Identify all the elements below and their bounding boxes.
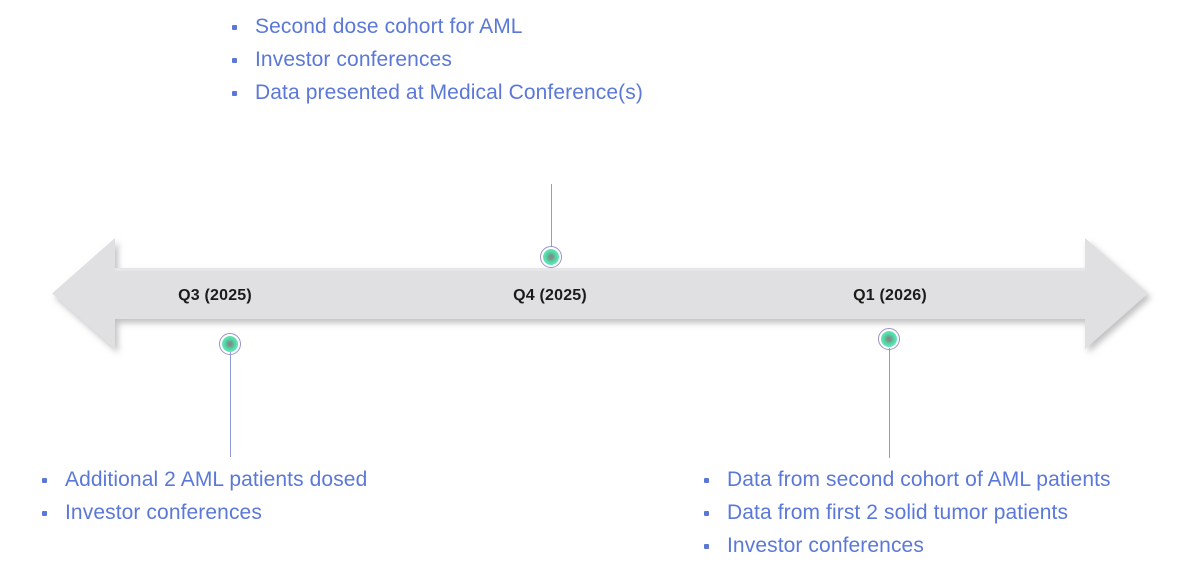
milestone-marker-q4-top[interactable] [540, 246, 562, 268]
milestone-text: Data presented at Medical Conference(s) [255, 81, 643, 104]
bullet-icon [704, 544, 709, 549]
period-label-q3: Q3 (2025) [178, 287, 252, 304]
milestone-text: Second dose cohort for AML [255, 15, 523, 38]
list-item: Investor conferences [704, 535, 1111, 556]
bullet-icon [704, 511, 709, 516]
milestone-text: Additional 2 AML patients dosed [65, 468, 368, 491]
list-item: Investor conferences [232, 49, 643, 70]
milestone-block-q3-bottom: Additional 2 AML patients dosed Investor… [42, 469, 367, 523]
bullet-icon [42, 478, 47, 483]
list-item: Second dose cohort for AML [232, 16, 643, 37]
milestone-text: Investor conferences [727, 534, 924, 557]
bullet-icon [704, 478, 709, 483]
bullet-icon [232, 25, 237, 30]
list-item: Data from first 2 solid tumor patients [704, 502, 1111, 523]
milestone-marker-q3-bottom[interactable] [219, 333, 241, 355]
milestone-text: Investor conferences [65, 501, 262, 524]
list-item: Data from second cohort of AML patients [704, 469, 1111, 490]
timeline-arrow [40, 228, 1160, 373]
list-item: Data presented at Medical Conference(s) [232, 82, 643, 103]
connector-line-q4-top [551, 184, 552, 258]
marker-dot-icon [881, 331, 897, 347]
list-item: Additional 2 AML patients dosed [42, 469, 367, 490]
milestone-text: Data from first 2 solid tumor patients [727, 501, 1069, 524]
marker-dot-icon [222, 336, 238, 352]
milestone-block-q1-bottom: Data from second cohort of AML patients … [704, 469, 1111, 556]
connector-line-q1-bottom [889, 348, 890, 458]
bullet-icon [232, 91, 237, 96]
list-item: Investor conferences [42, 502, 367, 523]
milestone-text: Data from second cohort of AML patients [727, 468, 1111, 491]
timeline-arrow-shape [52, 238, 1148, 349]
period-label-q4: Q4 (2025) [513, 287, 587, 304]
milestone-block-q4-top: Second dose cohort for AML Investor conf… [232, 16, 643, 103]
marker-dot-icon [543, 249, 559, 265]
connector-line-q3-bottom [230, 352, 231, 457]
bullet-icon [42, 511, 47, 516]
milestone-text: Investor conferences [255, 48, 452, 71]
milestone-marker-q1-bottom[interactable] [878, 328, 900, 350]
period-label-q1: Q1 (2026) [853, 287, 927, 304]
bullet-icon [232, 58, 237, 63]
